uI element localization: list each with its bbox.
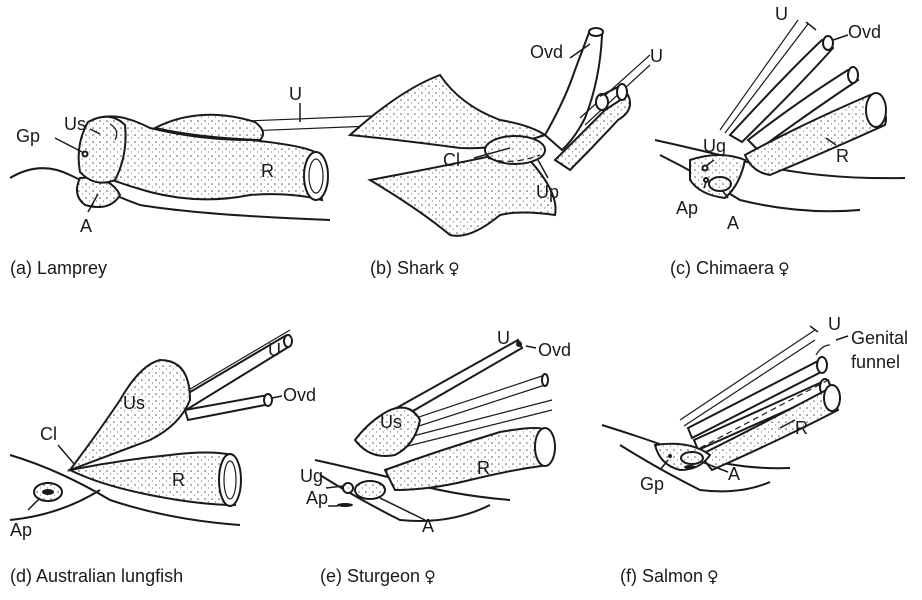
leader-cl bbox=[58, 445, 75, 465]
leader-ovd bbox=[272, 396, 282, 398]
oviduct-d-opening bbox=[264, 394, 272, 406]
genital-funnel-opening bbox=[817, 357, 827, 373]
label-gp: Gp bbox=[640, 474, 664, 494]
leader-funnel bbox=[836, 336, 848, 340]
label-ovd: Ovd bbox=[848, 22, 881, 42]
label-ug: Ug bbox=[703, 136, 726, 156]
label-up: Up bbox=[536, 182, 559, 202]
anus-f bbox=[681, 452, 703, 464]
oviduct-c-opening bbox=[823, 36, 833, 50]
label-r: R bbox=[836, 146, 849, 166]
female-symbol-c: ♀ bbox=[778, 259, 790, 278]
rectum-shark-opening bbox=[596, 94, 608, 110]
leader-u bbox=[806, 22, 816, 30]
female-symbol-f: ♀ bbox=[707, 567, 719, 586]
rectum-f-opening bbox=[824, 385, 840, 411]
caption-b-text: (b) Shark bbox=[370, 258, 444, 278]
panel-c-chimaera: U Ovd Ug R Ap A bbox=[655, 4, 905, 233]
panel-b-shark: Ovd U Cl Up bbox=[350, 28, 663, 236]
anus-c bbox=[709, 177, 731, 191]
label-a: A bbox=[422, 516, 434, 536]
abdominal-pore-e bbox=[337, 503, 353, 507]
funnel-lip bbox=[816, 345, 830, 355]
urinary-sinus-d bbox=[70, 360, 190, 470]
leader-ovd bbox=[833, 35, 848, 40]
rectum-e-opening bbox=[535, 428, 555, 466]
caption-c: (c) Chimaera♀ bbox=[670, 258, 790, 279]
caption-e-text: (e) Sturgeon bbox=[320, 566, 420, 586]
label-r: R bbox=[795, 418, 808, 438]
label-genital: Genital bbox=[851, 328, 908, 348]
oviduct-e-opening bbox=[516, 341, 522, 347]
label-ap: Ap bbox=[306, 488, 328, 508]
ureter-d-opening bbox=[284, 335, 292, 347]
caption-d-text: (d) Australian lungfish bbox=[10, 566, 183, 586]
label-a: A bbox=[728, 464, 740, 484]
caption-a: (a) Lamprey bbox=[10, 258, 107, 279]
urinary-pore-f bbox=[684, 465, 696, 469]
label-a: A bbox=[727, 213, 739, 233]
label-r: R bbox=[477, 458, 490, 478]
label-u: U bbox=[650, 46, 663, 66]
label-r: R bbox=[261, 161, 274, 181]
caption-b: (b) Shark♀ bbox=[370, 258, 460, 279]
duct-opening-right bbox=[617, 84, 627, 100]
label-ovd: Ovd bbox=[530, 42, 563, 62]
label-ovd: Ovd bbox=[538, 340, 571, 360]
caption-a-text: (a) Lamprey bbox=[10, 258, 107, 278]
ureter-e-opening bbox=[542, 374, 548, 386]
panel-d-lungfish: Cl Us U Ovd R Ap bbox=[10, 330, 316, 540]
label-cl: Cl bbox=[443, 150, 460, 170]
label-funnel: funnel bbox=[851, 352, 900, 372]
caption-f-text: (f) Salmon bbox=[620, 566, 703, 586]
label-u: U bbox=[775, 4, 788, 24]
cloaca bbox=[485, 136, 545, 164]
abdominal-pore-d bbox=[42, 489, 54, 495]
label-u: U bbox=[289, 84, 302, 104]
anus-e bbox=[355, 481, 385, 499]
label-gp: Gp bbox=[16, 126, 40, 146]
label-cl: Cl bbox=[40, 424, 57, 444]
female-symbol-e: ♀ bbox=[424, 567, 436, 586]
label-us: Us bbox=[380, 412, 402, 432]
panel-a-lamprey: Us Gp U R A bbox=[10, 84, 372, 236]
oviduct-opening bbox=[589, 28, 603, 36]
leader-ovd bbox=[526, 346, 536, 348]
label-us: Us bbox=[64, 114, 86, 134]
female-symbol-b: ♀ bbox=[448, 259, 460, 278]
label-u: U bbox=[268, 340, 281, 360]
panel-e-sturgeon: U Ovd Us R Ug Ap A bbox=[300, 328, 571, 536]
urogenital-pore-e bbox=[343, 483, 353, 493]
caption-e: (e) Sturgeon♀ bbox=[320, 566, 436, 587]
caption-c-text: (c) Chimaera bbox=[670, 258, 774, 278]
label-ap: Ap bbox=[10, 520, 32, 540]
caption-d: (d) Australian lungfish bbox=[10, 566, 183, 587]
abdominal-pore bbox=[704, 178, 708, 182]
genital-pore-f bbox=[668, 454, 672, 458]
label-u: U bbox=[497, 328, 510, 348]
rectum-d-opening bbox=[219, 454, 241, 506]
rectum-c-opening bbox=[866, 93, 886, 127]
label-a: A bbox=[80, 216, 92, 236]
label-u: U bbox=[828, 314, 841, 334]
label-r: R bbox=[172, 470, 185, 490]
label-ug: Ug bbox=[300, 466, 323, 486]
caption-f: (f) Salmon♀ bbox=[620, 566, 719, 587]
panel-f-salmon: U Genital funnel R Gp A bbox=[602, 314, 908, 494]
label-ovd: Ovd bbox=[283, 385, 316, 405]
duct-c-2-opening bbox=[848, 67, 858, 83]
label-us: Us bbox=[123, 393, 145, 413]
label-ap: Ap bbox=[676, 198, 698, 218]
leader-ap bbox=[28, 498, 40, 510]
